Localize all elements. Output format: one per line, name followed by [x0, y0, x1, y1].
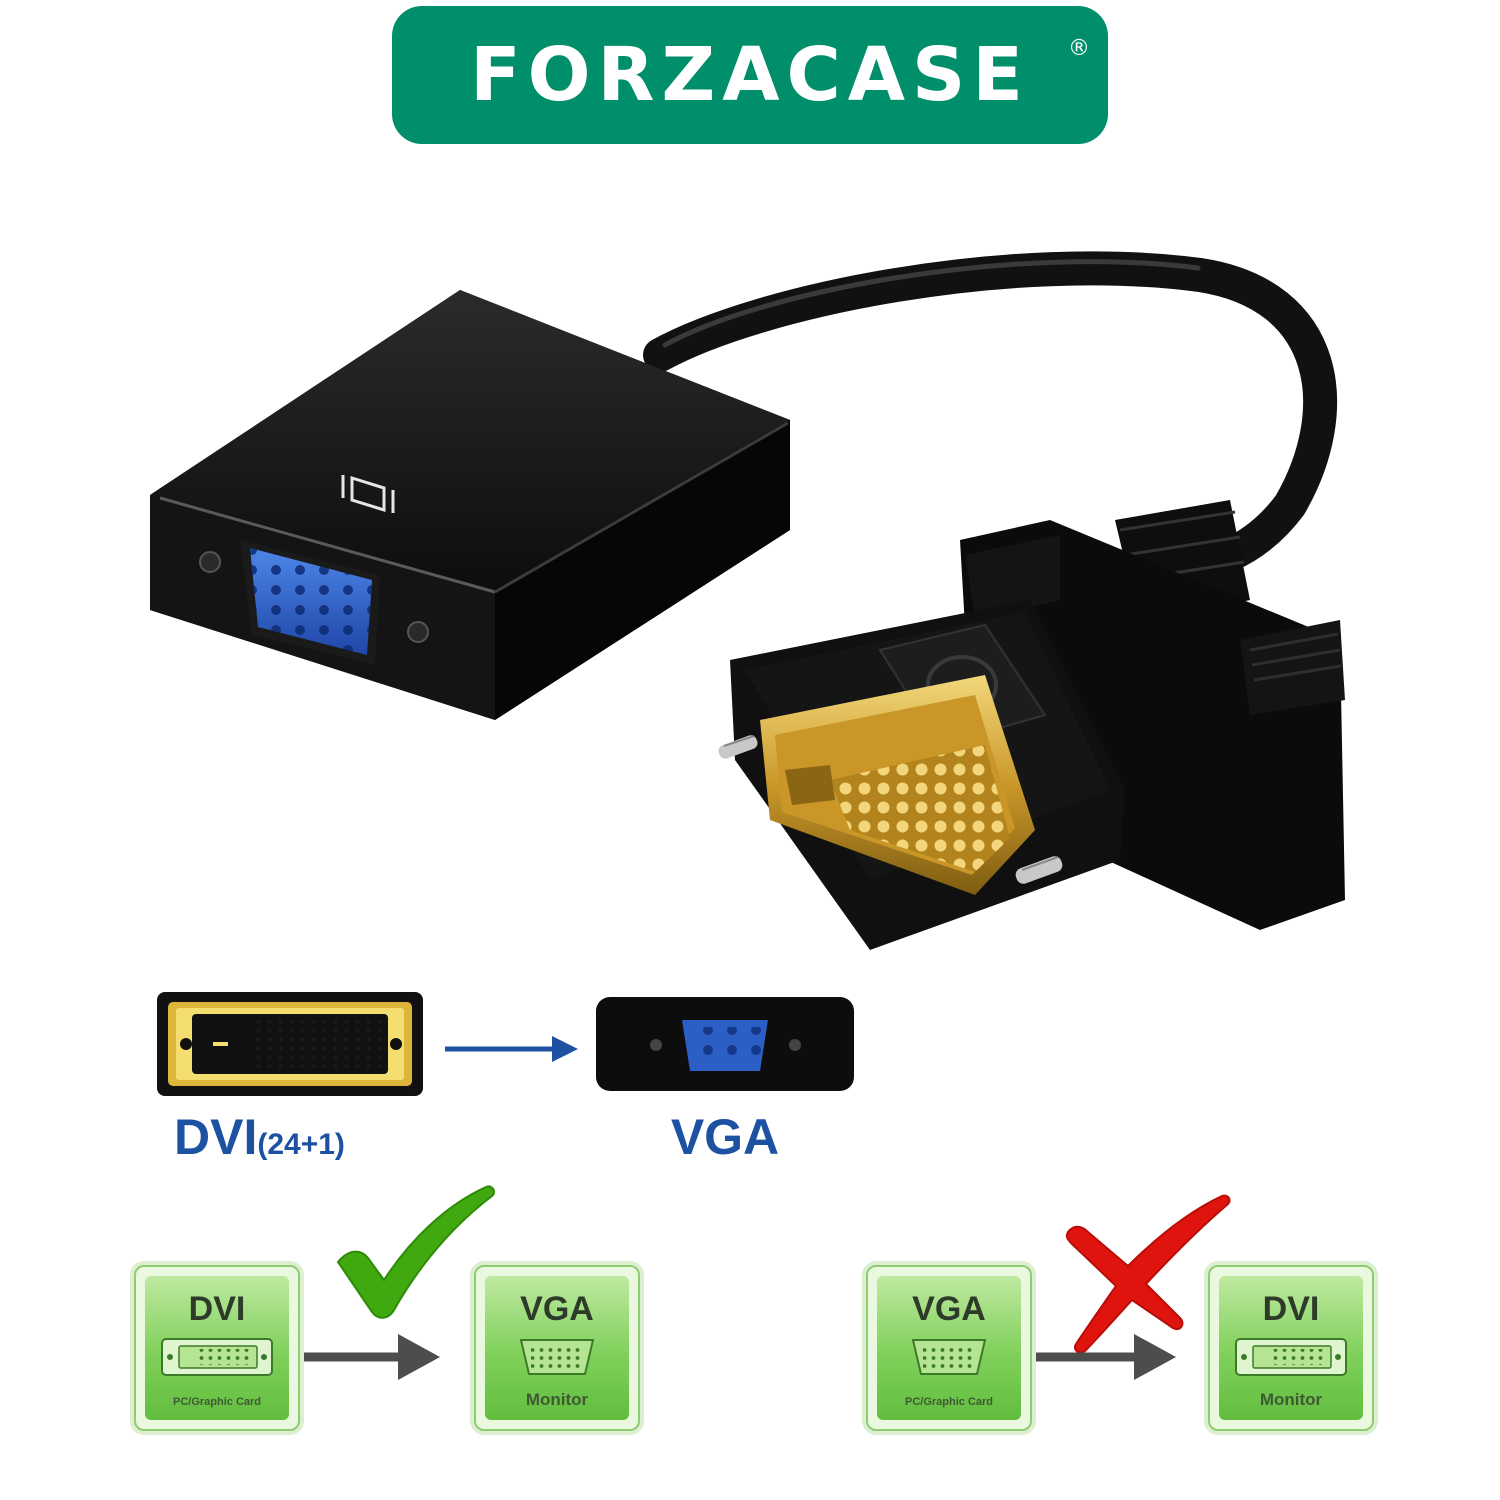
screw-hole — [407, 621, 429, 643]
supported-arrow-icon — [304, 1334, 440, 1380]
vga-port-diagram — [596, 997, 854, 1091]
unsupported-source-title: VGA — [912, 1290, 986, 1328]
screw-hole — [199, 551, 221, 573]
supported-source-title: DVI — [188, 1290, 246, 1328]
vga-label: VGA — [670, 1109, 780, 1165]
vga-adapter-box — [150, 290, 790, 720]
dvi-port-icon — [1235, 1338, 1347, 1376]
unsupported-cross-icon — [1065, 1194, 1231, 1354]
unsupported-source-caption: PC/Graphic Card — [904, 1396, 994, 1408]
dvi-label: DVI(24+1) — [174, 1112, 345, 1162]
unsupported-target-caption: Monitor — [1259, 1390, 1323, 1409]
dvi-port-diagram — [157, 992, 423, 1096]
dvi-port-icon — [161, 1338, 273, 1376]
vga-monitor-icon — [341, 475, 395, 513]
unsupported-arrow-icon — [1034, 1334, 1176, 1380]
unsupported-target-title: DVI — [1262, 1290, 1320, 1328]
adapter-cable — [643, 251, 1338, 582]
supported-target-tile: VGA Monitor — [474, 1265, 640, 1431]
supported-target-title: VGA — [520, 1290, 594, 1328]
brand-banner: FORZACASE — [392, 6, 1108, 144]
thumb-screw — [1015, 856, 1063, 884]
vga-port-icon — [911, 1339, 987, 1375]
brand-name: FORZACASE — [470, 32, 1030, 118]
registered-mark: ® — [1068, 36, 1090, 61]
supported-source-caption: PC/Graphic Card — [172, 1396, 262, 1408]
thumb-screw — [718, 735, 758, 759]
supported-source-tile: DVI PC/Graphic Card — [134, 1265, 300, 1431]
unsupported-target-tile: DVI Monitor — [1208, 1265, 1374, 1431]
supported-target-caption: Monitor — [525, 1390, 589, 1409]
dvi-label-text: DVI — [174, 1109, 258, 1165]
dvi-pin-count: (24+1) — [257, 1128, 345, 1161]
conversion-arrow-icon — [445, 1036, 578, 1062]
vga-port — [240, 540, 380, 665]
vga-port-icon — [519, 1339, 595, 1375]
dvi-connector — [718, 500, 1345, 950]
unsupported-source-tile: VGA PC/Graphic Card — [866, 1265, 1032, 1431]
supported-check-icon — [336, 1185, 496, 1319]
